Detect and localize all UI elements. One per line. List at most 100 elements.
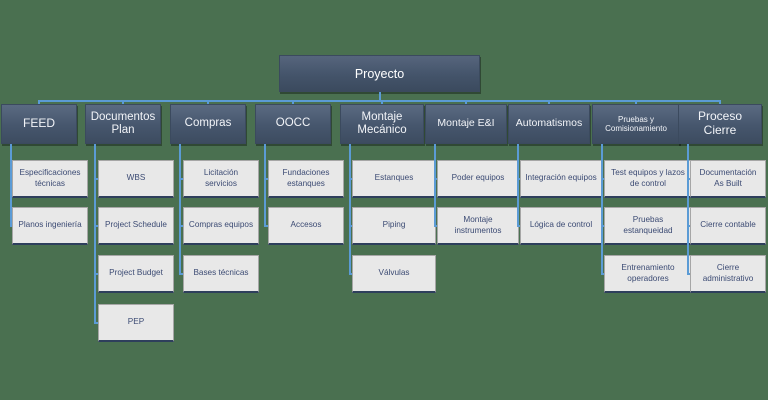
- branch-spine-montaje-eandi: [434, 144, 436, 226]
- branch-spine-oocc: [264, 144, 266, 226]
- leaf-node-label: Integración equipos: [525, 173, 597, 183]
- category-node-oocc[interactable]: OOCC: [255, 104, 331, 144]
- leaf-node-project-schedule[interactable]: Project Schedule: [98, 207, 174, 245]
- leaf-node-documentacion-as-built[interactable]: Documentación As Built: [690, 160, 766, 198]
- leaf-stub-oocc-2: [264, 225, 268, 227]
- leaf-node-integracion-equipos[interactable]: Integración equipos: [520, 160, 602, 198]
- category-bus-connector: [39, 100, 720, 102]
- leaf-stub-oocc-1: [264, 178, 268, 180]
- leaf-stub-proceso-cierre-2: [687, 225, 690, 227]
- leaf-node-licitacion-servicios[interactable]: Licitación servicios: [183, 160, 259, 198]
- leaf-stub-montaje-mecanico-1: [349, 178, 352, 180]
- leaf-stub-pruebas-y-comisionamiento-1: [601, 178, 604, 180]
- category-riser-automatismos: [548, 100, 550, 104]
- leaf-node-label: Piping: [382, 220, 406, 230]
- category-node-compras[interactable]: Compras: [170, 104, 246, 144]
- leaf-node-label: Lógica de control: [529, 220, 593, 230]
- leaf-node-label: Bases técnicas: [193, 268, 249, 278]
- leaf-node-label: WBS: [126, 173, 146, 183]
- leaf-node-especificaciones-tecnicas[interactable]: Especificaciones técnicas: [12, 160, 88, 198]
- category-node-label: FEED: [22, 116, 55, 131]
- leaf-node-label: Entrenamiento operadores: [621, 263, 675, 283]
- leaf-stub-pruebas-y-comisionamiento-3: [601, 273, 604, 275]
- leaf-node-label: Documentación As Built: [699, 168, 757, 188]
- category-node-label: Automatismos: [515, 117, 583, 130]
- leaf-stub-proceso-cierre-3: [687, 273, 690, 275]
- leaf-node-pruebas-estanqueidad[interactable]: Pruebas estanqueidad: [604, 207, 692, 245]
- leaf-node-cierre-administrativo[interactable]: Cierre administrativo: [690, 255, 766, 293]
- branch-spine-pruebas-y-comisionamiento: [601, 144, 603, 274]
- leaf-node-label: Planos ingeniería: [18, 220, 82, 230]
- leaf-node-logica-de-control[interactable]: Lógica de control: [520, 207, 602, 245]
- branch-spine-montaje-mecanico: [349, 144, 351, 274]
- leaf-node-label: Fundaciones estanques: [282, 168, 330, 188]
- category-node-label: Documentos Plan: [90, 110, 156, 136]
- leaf-node-label: Estanques: [374, 173, 414, 183]
- category-node-proceso-cierre[interactable]: Proceso Cierre: [678, 104, 762, 144]
- category-riser-documentos-plan: [122, 100, 124, 104]
- branch-spine-feed: [10, 144, 12, 226]
- leaf-node-label: Cierre contable: [700, 220, 756, 230]
- leaf-node-label: Válvulas: [378, 268, 410, 278]
- leaf-node-label: Especificaciones técnicas: [19, 168, 81, 188]
- leaf-node-accesos[interactable]: Accesos: [268, 207, 344, 245]
- leaf-stub-montaje-mecanico-2: [349, 225, 352, 227]
- leaf-node-valvulas[interactable]: Válvulas: [352, 255, 436, 293]
- root-drop-connector: [378, 92, 381, 100]
- root-node-proyecto[interactable]: Proyecto: [279, 55, 480, 92]
- leaf-stub-compras-2: [179, 225, 183, 227]
- category-node-feed[interactable]: FEED: [1, 104, 77, 144]
- leaf-stub-feed-2: [10, 225, 12, 227]
- leaf-stub-documentos-plan-4: [94, 322, 98, 324]
- leaf-stub-automatismos-1: [517, 178, 520, 180]
- category-riser-feed: [38, 100, 40, 104]
- leaf-node-fundaciones-estanques[interactable]: Fundaciones estanques: [268, 160, 344, 198]
- leaf-node-cierre-contable[interactable]: Cierre contable: [690, 207, 766, 245]
- leaf-node-compras-equipos[interactable]: Compras equipos: [183, 207, 259, 245]
- category-riser-montaje-eandi: [465, 100, 467, 104]
- leaf-stub-pruebas-y-comisionamiento-2: [601, 225, 604, 227]
- category-riser-proceso-cierre: [719, 100, 721, 104]
- category-node-label: Compras: [184, 117, 232, 130]
- leaf-node-test-equipos-y-lazos-de-control[interactable]: Test equipos y lazos de control: [604, 160, 692, 198]
- leaf-stub-montaje-mecanico-3: [349, 273, 352, 275]
- leaf-stub-automatismos-2: [517, 225, 520, 227]
- leaf-stub-compras-3: [179, 273, 183, 275]
- category-node-label: Montaje Mecánico: [357, 110, 407, 136]
- leaf-node-montaje-instrumentos[interactable]: Montaje instrumentos: [437, 207, 519, 245]
- category-node-label: Montaje E&I: [437, 117, 495, 130]
- branch-spine-compras: [179, 144, 181, 274]
- category-node-documentos-plan[interactable]: Documentos Plan: [85, 104, 161, 144]
- leaf-node-project-budget[interactable]: Project Budget: [98, 255, 174, 293]
- leaf-stub-feed-1: [10, 178, 12, 180]
- category-riser-oocc: [292, 100, 294, 104]
- leaf-node-wbs[interactable]: WBS: [98, 160, 174, 198]
- leaf-node-label: Montaje instrumentos: [454, 215, 502, 235]
- leaf-node-label: Test equipos y lazos de control: [611, 168, 685, 188]
- leaf-node-label: PEP: [127, 317, 145, 327]
- category-node-automatismos[interactable]: Automatismos: [508, 104, 590, 144]
- leaf-node-pep[interactable]: PEP: [98, 304, 174, 342]
- leaf-node-estanques[interactable]: Estanques: [352, 160, 436, 198]
- leaf-stub-compras-1: [179, 178, 183, 180]
- category-node-pruebas-y-comisionamiento[interactable]: Pruebas y Comisionamiento: [592, 104, 680, 144]
- leaf-node-label: Project Budget: [109, 268, 163, 278]
- leaf-node-entrenamiento-operadores[interactable]: Entrenamiento operadores: [604, 255, 692, 293]
- leaf-node-label: Cierre administrativo: [702, 263, 754, 283]
- category-node-label: Proceso Cierre: [697, 109, 743, 137]
- leaf-node-label: Poder equipos: [451, 173, 505, 183]
- root-node-label: Proyecto: [354, 66, 405, 81]
- category-riser-pruebas-y-comisionamiento: [635, 100, 637, 104]
- branch-spine-proceso-cierre: [687, 144, 689, 274]
- leaf-node-piping[interactable]: Piping: [352, 207, 436, 245]
- branch-spine-automatismos: [517, 144, 519, 226]
- category-riser-montaje-mecanico: [381, 100, 383, 104]
- branch-spine-documentos-plan: [94, 144, 96, 323]
- leaf-node-planos-ingenieria[interactable]: Planos ingeniería: [12, 207, 88, 245]
- leaf-node-label: Accesos: [290, 220, 322, 230]
- category-node-montaje-eandi[interactable]: Montaje E&I: [425, 104, 507, 144]
- leaf-node-bases-tecnicas[interactable]: Bases técnicas: [183, 255, 259, 293]
- leaf-node-poder-equipos[interactable]: Poder equipos: [437, 160, 519, 198]
- category-node-montaje-mecanico[interactable]: Montaje Mecánico: [340, 104, 424, 144]
